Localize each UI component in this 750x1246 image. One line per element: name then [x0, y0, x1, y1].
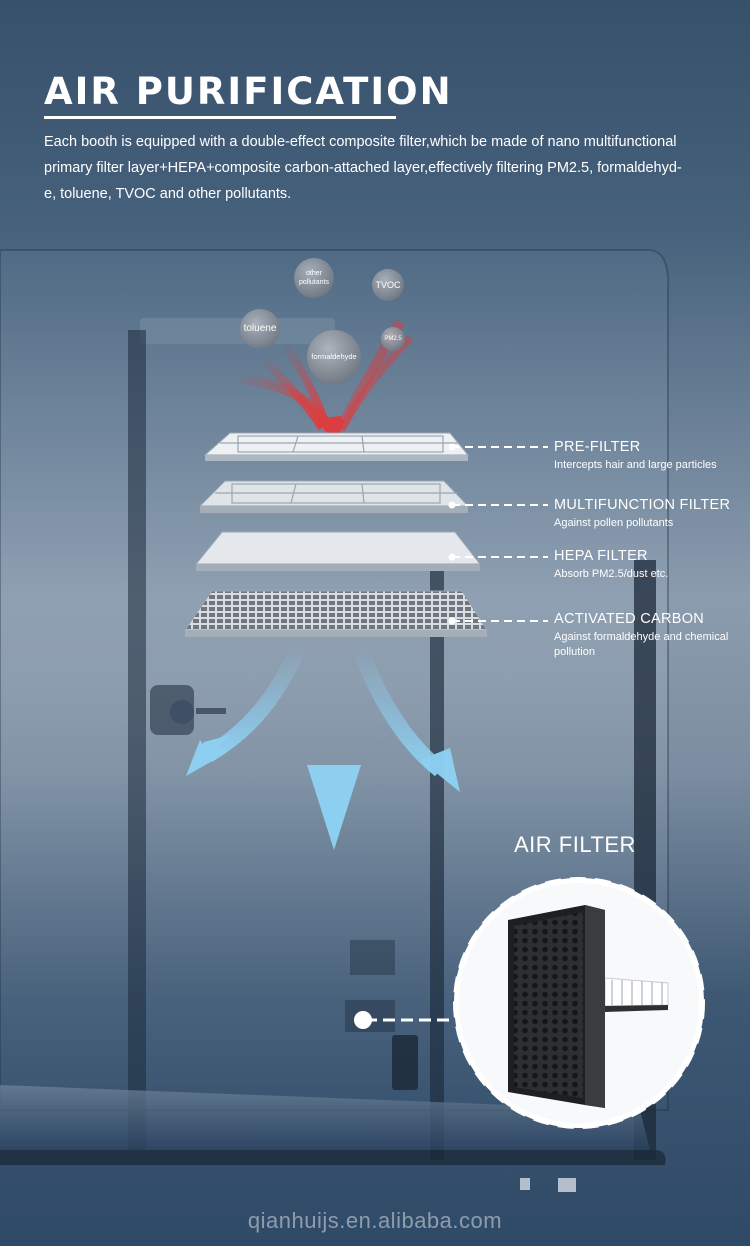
clean-air-arrows — [186, 644, 460, 850]
pre-filter-layer — [203, 432, 470, 461]
bubble-formaldehyde — [307, 330, 361, 384]
filter-label-multifunction: MULTIFUNCTION FILTER Against pollen poll… — [554, 497, 749, 531]
filter-name: ACTIVATED CARBON — [554, 611, 705, 627]
multifunction-filter-layer — [198, 480, 470, 513]
hepa-filter-layer — [194, 531, 482, 571]
filter-description: Absorb PM2.5/dust etc. — [554, 568, 669, 580]
air-filter-carbon-panel — [508, 905, 605, 1108]
filter-description: Against formaldehyde and chemical pollut… — [554, 631, 729, 658]
intro-paragraph: Each booth is equipped with a double-eff… — [44, 129, 709, 207]
activated-carbon-layer — [184, 590, 488, 637]
bubble-formaldehyde-label: formaldehyde — [311, 352, 357, 361]
intro-line: e, toluene, TVOC and other pollutants. — [44, 186, 292, 202]
page-title: AIR PURIFICATION — [44, 70, 453, 113]
booth-vent — [140, 318, 335, 344]
bubble-pm25-label: PM2.5 — [384, 336, 402, 342]
intro-line: Each booth is equipped with a double-eff… — [44, 134, 677, 150]
filter-label-pre-filter: PRE-FILTER Intercepts hair and large par… — [554, 439, 749, 473]
bubble-toluene — [240, 309, 280, 349]
air-filter-heading: AIR FILTER — [514, 832, 636, 857]
filter-description: Intercepts hair and large particles — [554, 459, 717, 471]
bubble-other — [294, 258, 334, 298]
filter-label-activated-carbon: ACTIVATED CARBON Against formaldehyde an… — [554, 611, 749, 660]
filter-label-hepa: HEPA FILTER Absorb PM2.5/dust etc. — [554, 548, 749, 582]
filter-name: PRE-FILTER — [554, 439, 641, 455]
filter-leader-lines — [452, 446, 548, 622]
filter-description: Against pollen pollutants — [554, 517, 674, 529]
filter-name: HEPA FILTER — [554, 548, 648, 564]
bubble-pm25 — [381, 327, 405, 351]
intro-line: primary filter layer+HEPA+composite carb… — [44, 160, 682, 176]
bubble-tvoc — [372, 269, 404, 301]
filter-name: MULTIFUNCTION FILTER — [554, 497, 731, 513]
watermark: qianhuijs.en.alibaba.com — [247, 1208, 503, 1233]
bubble-toluene-label: toluene — [243, 323, 277, 334]
title-underline — [44, 116, 396, 119]
bubble-tvoc-label: TVOC — [375, 280, 401, 290]
booth-floor — [0, 1085, 650, 1150]
air-filter-prefilter — [604, 977, 669, 1012]
